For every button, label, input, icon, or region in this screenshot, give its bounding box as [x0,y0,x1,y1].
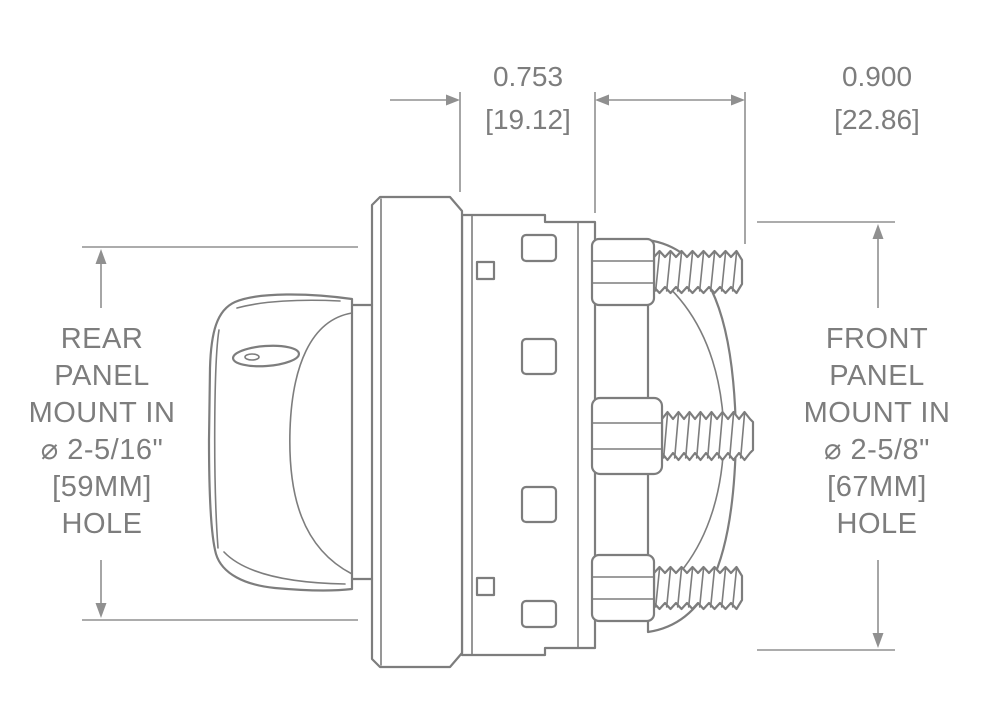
rear-dim-arrow-up-icon [95,249,107,264]
front-label-line-1: FRONT [826,323,928,355]
front-dim-arrow-up-icon [872,224,884,239]
stud-top-hex-nut [590,237,656,307]
dim-arrow-right-icon [446,94,460,106]
front-panel-label: FRONT PANEL MOUNT IN ⌀ 2-5/8" [67MM] HOL… [804,323,951,540]
knob-bottom-highlight [223,551,346,585]
rear-panel-label: REAR PANEL MOUNT IN ⌀ 2-5/16" [59MM] HOL… [29,323,176,540]
knob-left-contour [213,329,220,549]
dim-arrow-left-icon [595,94,609,106]
front-label-line-6: HOLE [837,508,918,540]
dim-0900-mm: [22.86] [834,104,920,135]
body-slot-top [475,260,496,281]
knob-grip-slot-inner [244,353,260,361]
knob [207,293,354,592]
mounting-flange [370,195,464,669]
dim-0900-inches: 0.900 [842,61,912,92]
stud-middle [590,396,755,476]
stud-bottom-hex-nut [590,553,656,623]
front-label-line-4: ⌀ 2-5/8" [824,434,930,466]
knob-neck [350,303,374,581]
stud-middle-hex-nut [590,396,664,476]
rear-label-line-1: REAR [61,323,144,355]
rear-label-line-4: ⌀ 2-5/16" [41,434,164,466]
stud-top-thread-flanks [654,252,738,292]
rear-panel-dimension [82,246,358,621]
body-slot-bottom [475,576,496,597]
flange-outline [370,195,464,669]
stud-bottom [590,553,744,623]
front-label-line-3: MOUNT IN [804,397,951,429]
stud-bottom-thread-flanks [654,568,738,608]
dim-0753-inches: 0.753 [493,61,563,92]
stud-bottom-threads [652,565,744,611]
rear-label-line-6: HOLE [62,508,143,540]
switch-body [460,213,597,657]
front-label-line-5: [67MM] [827,471,927,503]
body-tab-1 [520,233,558,263]
stud-middle-thread-flanks [662,413,746,459]
dimension-text: 0.753 [19.12] 0.900 [22.86] [485,61,920,135]
knob-face-curve [289,312,353,575]
front-dim-arrow-down-icon [872,633,884,648]
front-label-line-2: PANEL [829,360,924,392]
knob-grip-slot [231,344,301,368]
rear-dim-arrow-down-icon [95,603,107,618]
top-dimension-lines [390,92,746,244]
knob-top-highlight [236,299,341,309]
body-outline [460,213,597,657]
body-tab-2 [520,337,558,376]
body-tab-4 [520,599,558,629]
body-tab-3 [520,485,558,524]
knob-outline [207,293,354,592]
dim-arrow-right2-icon [731,94,745,106]
stud-top [590,237,744,307]
dim-0753-mm: [19.12] [485,104,571,135]
stud-top-threads [652,249,744,295]
front-panel-dimension [757,221,895,651]
rear-label-line-5: [59MM] [52,471,152,503]
rear-label-line-3: MOUNT IN [29,397,176,429]
rear-label-line-2: PANEL [54,360,149,392]
